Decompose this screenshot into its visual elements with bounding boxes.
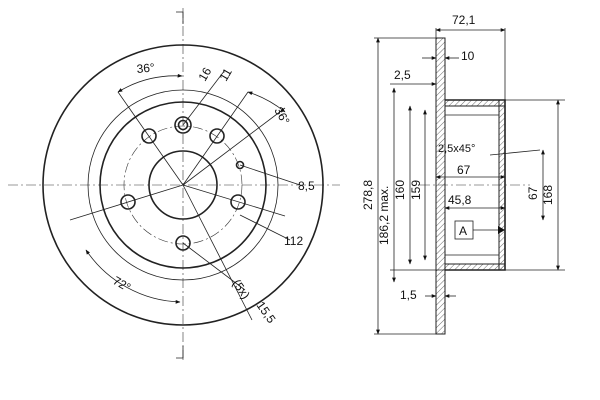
diam-11-label: 11 (216, 65, 235, 83)
radial-line (182, 184, 253, 321)
hat-wall-top (444, 99, 506, 107)
angle-arc-bottom (85, 249, 181, 304)
hat-wall-bottom (444, 263, 506, 271)
diam-16-label: 16 (195, 65, 214, 84)
diam-168-label: 168 (541, 185, 555, 205)
bolt-holes (120, 128, 246, 251)
small-hole (235, 160, 245, 170)
bolt-hole (209, 128, 225, 144)
outer-disc-edge (42, 44, 324, 326)
disc-flange-section (435, 37, 446, 335)
depth-67-label: 67 (457, 163, 471, 177)
bolt-hole (175, 235, 191, 251)
radial-line (182, 184, 286, 217)
leader-15-5 (182, 242, 246, 291)
radial-line (117, 91, 184, 186)
width-72-1-label: 72,1 (452, 13, 476, 27)
leader-16 (182, 69, 226, 126)
radial-line (182, 107, 286, 186)
diam-160-label: 160 (393, 180, 407, 200)
diam-159-label: 159 (409, 180, 423, 200)
leader-112 (239, 214, 291, 241)
bolt-hole (141, 128, 157, 144)
diam-67-label: 67 (526, 186, 540, 200)
radial-line (182, 91, 249, 186)
hub-outline (99, 101, 267, 269)
section-mark-top (176, 11, 184, 24)
diam-278-8-label: 278,8 (361, 180, 375, 210)
leader-8-5 (239, 164, 301, 186)
angle-arc-top (117, 73, 183, 93)
locating-hole-outer (174, 116, 192, 134)
locating-hole-inner (177, 119, 189, 131)
angle-top-label: 36° (136, 60, 155, 76)
center-bore (148, 150, 218, 220)
chamfer-label: 2,5x45° (438, 143, 475, 155)
thick-10-label: 10 (461, 49, 475, 63)
bolt-hole (230, 194, 246, 210)
section-mark-bottom (176, 346, 184, 359)
bolt-circle (123, 125, 243, 245)
angle-right-label: 36° (271, 105, 292, 128)
side-view: 72,1 10 2,5 278,8 186,2 max. 160 159 67 … (361, 13, 565, 335)
offset-1-5-label: 1,5 (400, 288, 417, 302)
diam-186-2-label: 186,2 max. (377, 186, 391, 245)
diam-8-5-label: 8,5 (298, 179, 315, 193)
diam-112-label: 112 (284, 234, 303, 248)
angle-bottom-label: 72° (111, 273, 134, 294)
angle-arc-right (247, 91, 286, 113)
front-view: 36° 16 11 36° 8,5 112 72° (5x) 15,5 (8, 8, 340, 362)
dim-line-chamfer (489, 149, 541, 156)
radial-line (69, 184, 184, 221)
datum-label: A (459, 224, 467, 238)
depth-45-8-label: 45,8 (448, 193, 472, 207)
bolt-hole (120, 194, 136, 210)
friction-ring-inner (87, 89, 279, 281)
datum-triangle (498, 226, 505, 234)
offset-2-5-label: 2,5 (394, 68, 411, 82)
